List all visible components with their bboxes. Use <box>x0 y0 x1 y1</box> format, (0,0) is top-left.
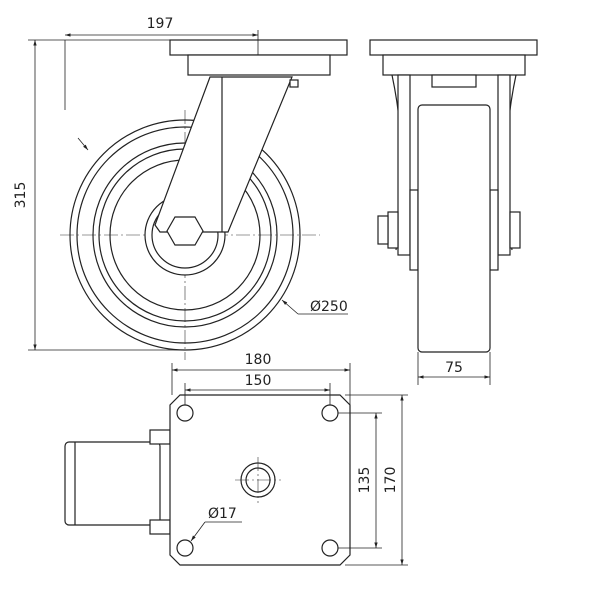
dim-170-label: 170 <box>383 467 399 494</box>
dimension-197: 197 <box>64 16 259 110</box>
dimension-150: 150 <box>184 373 331 405</box>
dim-150-label: 150 <box>245 373 272 389</box>
axle-nut-icon <box>166 216 204 246</box>
dimension-180: 180 <box>171 352 351 405</box>
side-view: 75 <box>369 39 538 385</box>
dim-197-label: 197 <box>147 16 174 32</box>
fork <box>154 76 299 233</box>
dim-17-label: Ø17 <box>208 506 237 522</box>
dimension-wheel-diameter: Ø250 <box>77 137 348 315</box>
dim-250-label: Ø250 <box>310 299 348 315</box>
dimension-hole-diameter: Ø17 <box>190 506 242 542</box>
top-plate <box>169 39 348 76</box>
dim-180-label: 180 <box>245 352 272 368</box>
front-view: 197 315 Ø250 <box>13 16 348 360</box>
wheel-side <box>417 104 491 353</box>
dim-315-label: 315 <box>13 182 29 209</box>
dim-135-label: 135 <box>357 467 373 494</box>
dim-75-label: 75 <box>445 360 463 376</box>
dimension-170: 170 <box>345 394 408 566</box>
dimension-135: 135 <box>338 412 382 549</box>
dimension-75: 75 <box>417 352 491 385</box>
dimension-315: 315 <box>13 39 185 351</box>
plate-view: 180 150 135 170 Ø17 <box>64 352 408 566</box>
